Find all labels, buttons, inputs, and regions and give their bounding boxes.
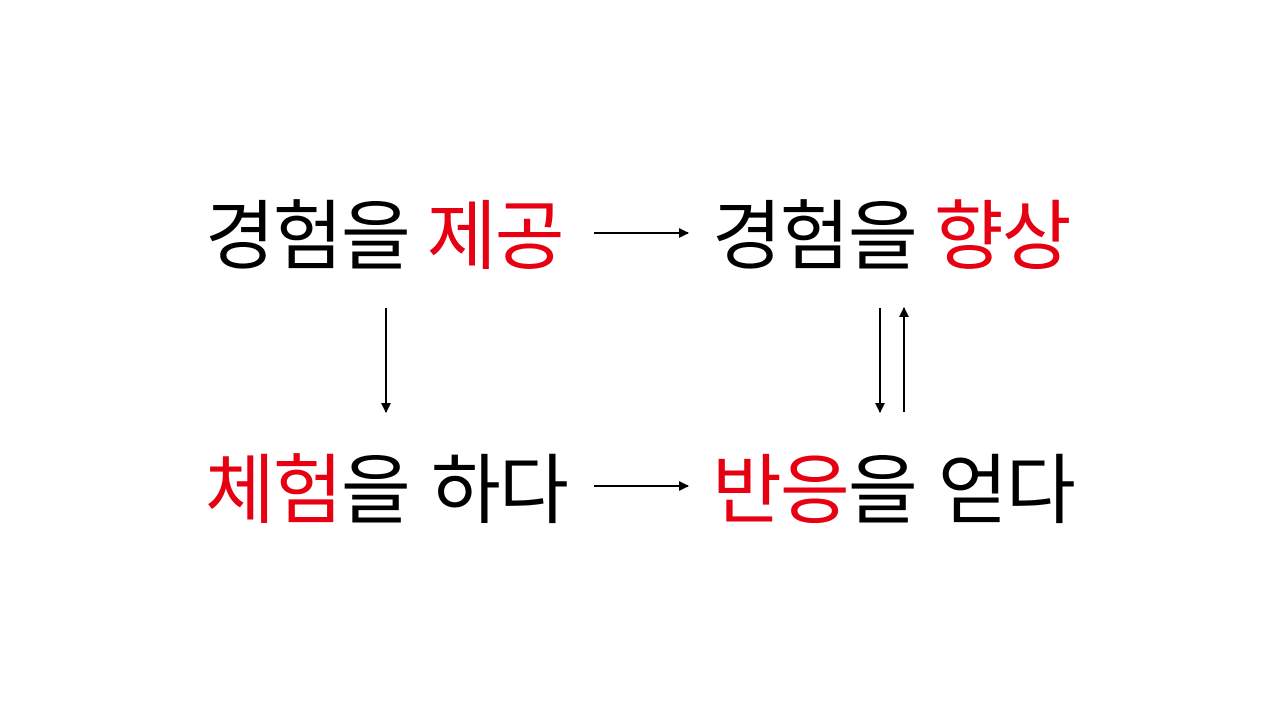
node-highlight: 향상: [933, 192, 1072, 281]
node-text: 경험을: [712, 192, 918, 281]
node-text: 경험을: [205, 192, 411, 281]
node-highlight: 반응: [712, 446, 850, 535]
node-text: 을 얻다: [847, 446, 1076, 535]
node-have-experience: 체험을 하다: [205, 446, 569, 535]
node-highlight: 체험: [205, 446, 343, 535]
node-text: 을 하다: [340, 446, 569, 535]
node-highlight: 제공: [426, 192, 565, 281]
node-get-reaction: 반응을 얻다: [712, 446, 1076, 535]
